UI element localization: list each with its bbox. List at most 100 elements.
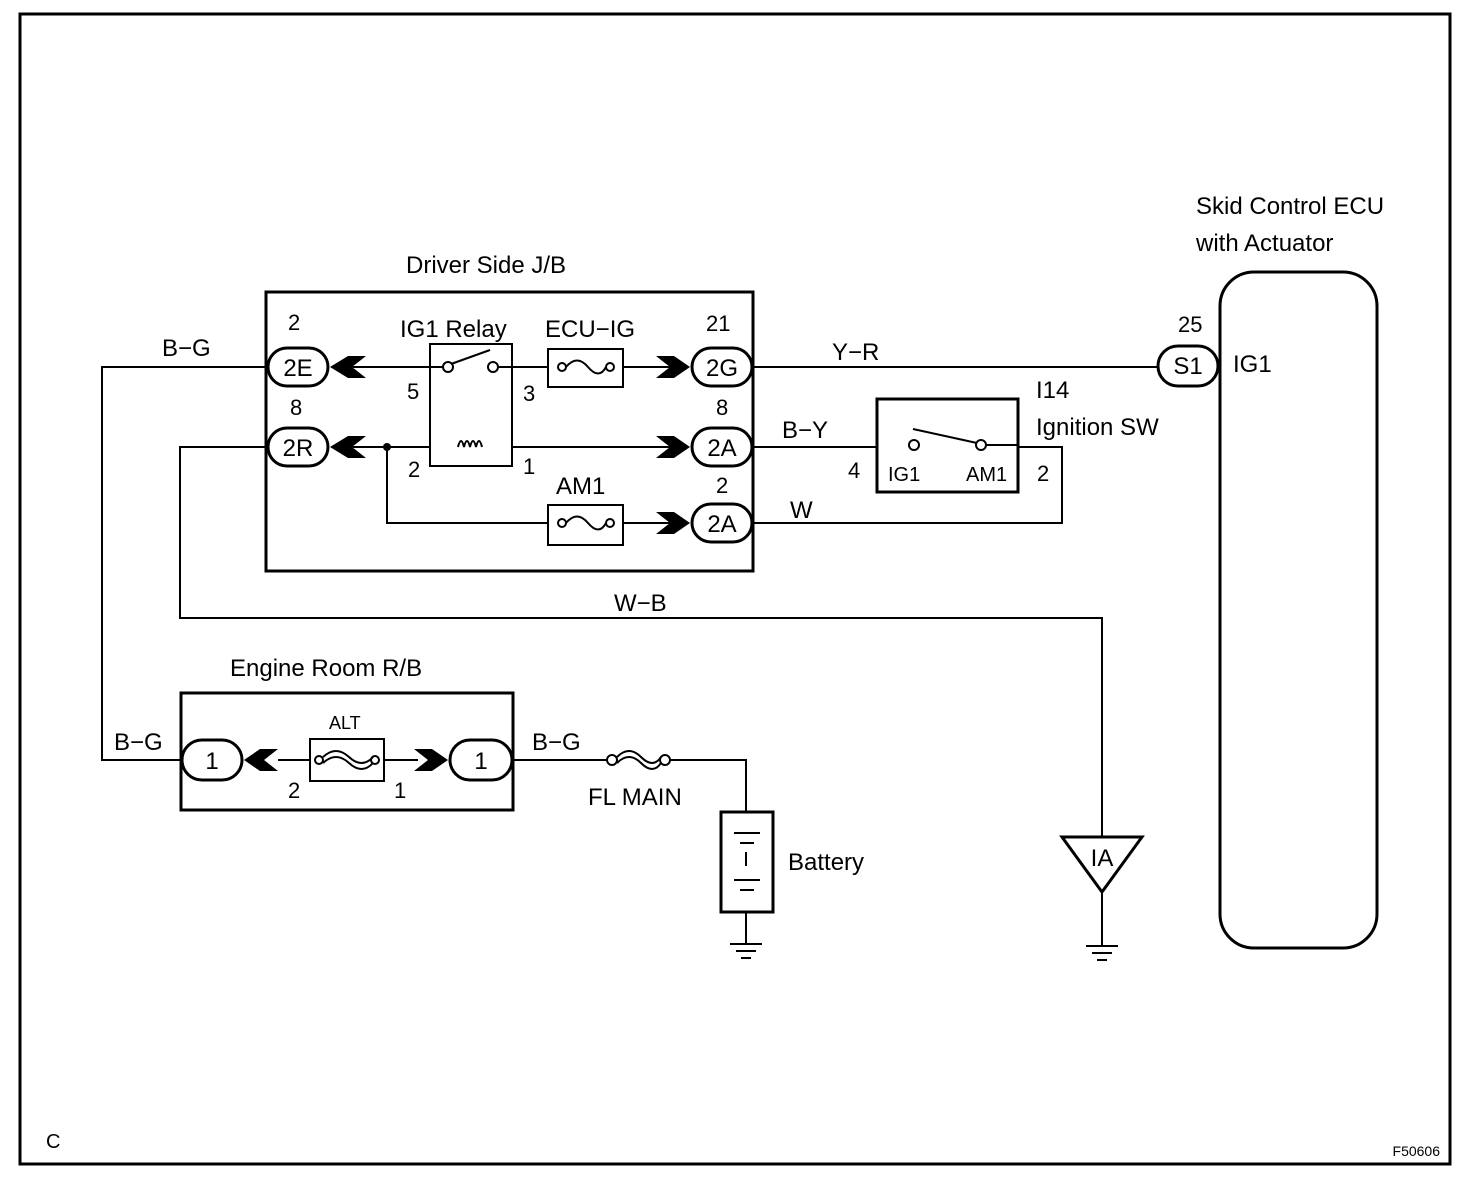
- ground-point-triangle: [1059, 835, 1145, 895]
- connector-1-right: [448, 738, 514, 782]
- fl-main: FL MAIN: [588, 750, 682, 811]
- chevron-left-icon: [244, 749, 278, 771]
- connector-2g-label: 2G: [706, 355, 738, 382]
- wire-label-b-g-right: B−G: [532, 729, 581, 756]
- ecu-box: [1218, 270, 1379, 950]
- ignition-contact-ig1: [908, 439, 920, 451]
- fl-main-end-left: [606, 754, 618, 766]
- ecu-pin-25: 25: [1178, 312, 1202, 337]
- am1-fuse-label: AM1: [556, 473, 605, 500]
- fusible-link-icon: [322, 750, 374, 764]
- relay-switch-arm: [450, 349, 491, 365]
- connector-2a-lower-label: 2A: [707, 511, 736, 538]
- ground-ia-label: IA: [1091, 845, 1114, 872]
- relay-pin-2: 2: [408, 457, 420, 482]
- wire-fl-to-battery: [668, 759, 747, 812]
- ignition-sw-code: I14: [1036, 377, 1069, 404]
- ignition-term-ig1: IG1: [888, 464, 920, 486]
- driver-jb-box: [264, 290, 755, 573]
- frame-border: [18, 12, 1452, 1166]
- fusible-link-icon: [616, 750, 662, 764]
- wires: [101, 366, 1160, 840]
- ignition-pin-4: 4: [848, 458, 860, 483]
- relay-pin-5: 5: [407, 379, 419, 404]
- driver-side-jb: Driver Side J/B IG1 Relay 5 3 2 1 ECU−IG…: [264, 252, 755, 573]
- am1-fuse-end-left: [557, 518, 567, 528]
- fusible-link-icon: [322, 756, 374, 770]
- pin-2a-lower: 2: [716, 473, 728, 498]
- ground-ia: IA: [1059, 835, 1145, 961]
- engine-rb-pin-2: 2: [288, 778, 300, 803]
- ignition-term-am1: AM1: [966, 464, 1007, 486]
- chevron-right-icon: [656, 436, 690, 458]
- ecu-ig-fuse-end-right: [605, 362, 615, 372]
- connector-2a-upper: [690, 426, 754, 468]
- alt-fuse-label: ALT: [329, 713, 361, 733]
- wire-label-b-g-left: B−G: [114, 729, 163, 756]
- corner-label: C: [46, 1131, 60, 1153]
- connector-2a-upper-label: 2A: [707, 435, 736, 462]
- am1-fuse-end-right: [605, 518, 615, 528]
- pin-2r: 8: [290, 395, 302, 420]
- connector-s1: [1156, 344, 1220, 388]
- connector-2e-label: 2E: [283, 355, 312, 382]
- wire-b-g-left: [101, 366, 268, 761]
- chevron-right-icon: [414, 749, 448, 771]
- connector-2r: [266, 426, 330, 468]
- connector-1-left: [180, 738, 244, 782]
- chevron-left-icon: [330, 356, 366, 378]
- connector-1-right-label: 1: [474, 748, 487, 775]
- fuse-icon: [565, 515, 607, 531]
- relay-contact-right: [487, 361, 499, 373]
- ecu-ig-fuse-end-left: [557, 362, 567, 372]
- relay-contact-left: [442, 361, 454, 373]
- connector-1-left-label: 1: [205, 748, 218, 775]
- engine-rb-box: [179, 691, 515, 812]
- ignition-sw-name: Ignition SW: [1036, 414, 1159, 441]
- connector-2e: [266, 346, 330, 388]
- chevron-right-icon: [656, 356, 690, 378]
- ignition-contact-am1: [975, 439, 987, 451]
- wire-label-y-r: Y−R: [832, 339, 879, 366]
- engine-room-rb: Engine Room R/B 1 1 ALT 2 1: [179, 655, 515, 812]
- ig1-relay-label: IG1 Relay: [400, 316, 507, 343]
- ignition-switch: I14 Ignition SW IG1 AM1 4 2: [848, 377, 1159, 494]
- ignition-pin-2: 2: [1037, 461, 1049, 486]
- ecu-terminal-ig1: IG1: [1233, 351, 1272, 378]
- wire-label-b-y: B−Y: [782, 417, 828, 444]
- chevron-left-icon: [330, 436, 366, 458]
- ecu-title-line2: with Actuator: [1195, 230, 1333, 257]
- battery: Battery: [719, 810, 864, 959]
- engine-rb-pin-1: 1: [394, 778, 406, 803]
- fusible-link-icon: [616, 756, 662, 770]
- connector-2g: [690, 346, 754, 388]
- skid-control-ecu: Skid Control ECU with Actuator 25 S1 IG1: [1156, 193, 1384, 950]
- wire-w-b: [179, 446, 1103, 840]
- connector-s1-label: S1: [1173, 353, 1202, 380]
- jb-wire-am1: [386, 447, 562, 524]
- wire-label-w: W: [790, 497, 813, 524]
- relay-pin-3: 3: [523, 381, 535, 406]
- fl-main-end-right: [659, 754, 671, 766]
- ig1-relay-box: [429, 343, 513, 467]
- chevron-right-icon: [656, 512, 690, 534]
- ecu-ig-fuse-label: ECU−IG: [545, 316, 635, 343]
- driver-jb-title: Driver Side J/B: [406, 252, 566, 279]
- relay-coil-icon: [457, 440, 483, 448]
- wire-w: [752, 446, 1063, 524]
- connector-2r-label: 2R: [283, 435, 314, 462]
- alt-fuse-end-left: [314, 755, 324, 765]
- ignition-sw-arm: [912, 428, 978, 444]
- battery-label: Battery: [788, 849, 864, 876]
- engine-rb-title: Engine Room R/B: [230, 655, 422, 682]
- fuse-icon: [565, 359, 607, 375]
- pin-2g: 21: [706, 311, 730, 336]
- relay-pin-1: 1: [523, 454, 535, 479]
- wire-label-w-b: W−B: [614, 590, 667, 617]
- pin-2a-upper: 8: [716, 395, 728, 420]
- ecu-title-line1: Skid Control ECU: [1196, 193, 1384, 220]
- figure-code: F50606: [1393, 1143, 1441, 1159]
- pin-2e: 2: [288, 310, 300, 335]
- splice-point: [383, 443, 391, 451]
